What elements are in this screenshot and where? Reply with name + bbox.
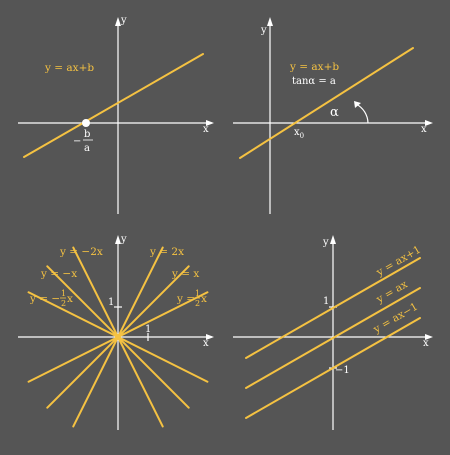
root-numerator: b (84, 129, 90, 140)
label-y-half-x-var: x (201, 293, 207, 305)
x-axis-label: x (421, 124, 427, 135)
tan-label: tanα = a (292, 76, 336, 87)
x-axis-label: x (423, 338, 429, 349)
panel-parallel-lines: x y 1 −1 y = ax+1 y = ax y = ax−1 (233, 235, 433, 430)
y-tick-label: 1 (108, 297, 114, 308)
label-y-minus-half-x-den: 2 (61, 299, 66, 308)
x-axis-arrow (425, 120, 433, 126)
y-axis-label: y (120, 234, 127, 245)
y-axis-arrow (115, 235, 121, 244)
label-y-minus-2x: y = −2x (59, 246, 103, 258)
panel-slope-angle: x y α y = ax+b tanα = a x0 (233, 17, 433, 214)
x0-label: x0 (294, 127, 304, 140)
label-y-minus-x: y = −x (40, 268, 77, 280)
label-y-half-x-num: 1 (195, 289, 200, 298)
label-y-minus-half-x-var: x (67, 293, 73, 305)
y-axis-arrow (115, 17, 121, 26)
x-intercept-point (82, 119, 90, 127)
y-axis-arrow (267, 17, 273, 26)
equation-label: y = ax+b (44, 62, 94, 74)
angle-arc-arrow (354, 101, 361, 108)
line-y-ax-plus-b (239, 47, 414, 159)
origin-point (115, 334, 121, 340)
x-axis-label: x (203, 338, 209, 349)
proportional-lines-group (27, 246, 209, 428)
root-minus-sign: − (73, 136, 81, 147)
root-denominator: a (84, 143, 90, 154)
y-axis-label: y (322, 237, 329, 248)
y-axis-label: y (260, 25, 267, 36)
line-y-ax-plus-1 (245, 257, 421, 359)
y-axis-arrow (330, 235, 336, 244)
y-axis-label: y (120, 15, 127, 26)
line-y-ax-plus-b (23, 53, 204, 158)
y-tick-label-plus-1: 1 (323, 296, 329, 307)
label-y-x: y = x (171, 268, 199, 280)
x-tick-label: 1 (145, 324, 151, 335)
label-y-half-x-prefix: y = (176, 293, 195, 305)
line-y-ax-minus-1 (245, 317, 421, 419)
angle-arc (355, 103, 369, 124)
equation-label: y = ax+b (289, 61, 339, 73)
x-axis-label: x (203, 124, 209, 135)
x-axis-arrow (206, 334, 214, 340)
x-axis-arrow (425, 334, 433, 340)
line-y-ax (245, 287, 421, 389)
alpha-label: α (330, 105, 339, 120)
label-y-minus-half-x-num: 1 (61, 289, 66, 298)
y-tick-label-minus-1: −1 (335, 365, 350, 376)
label-y-minus-half-x-prefix: y = − (29, 293, 60, 305)
panel-slope-intercept: x y y = ax+b − b a (18, 15, 214, 214)
label-y-half-x-den: 2 (195, 299, 200, 308)
x-axis-arrow (206, 120, 214, 126)
panel-proportional-lines: x y 1 1 y = −2x y = −x y = 2x y = x y = … (18, 234, 214, 430)
label-y-2x: y = 2x (149, 246, 184, 258)
label-y-ax-minus-1: y = ax−1 (371, 301, 420, 336)
